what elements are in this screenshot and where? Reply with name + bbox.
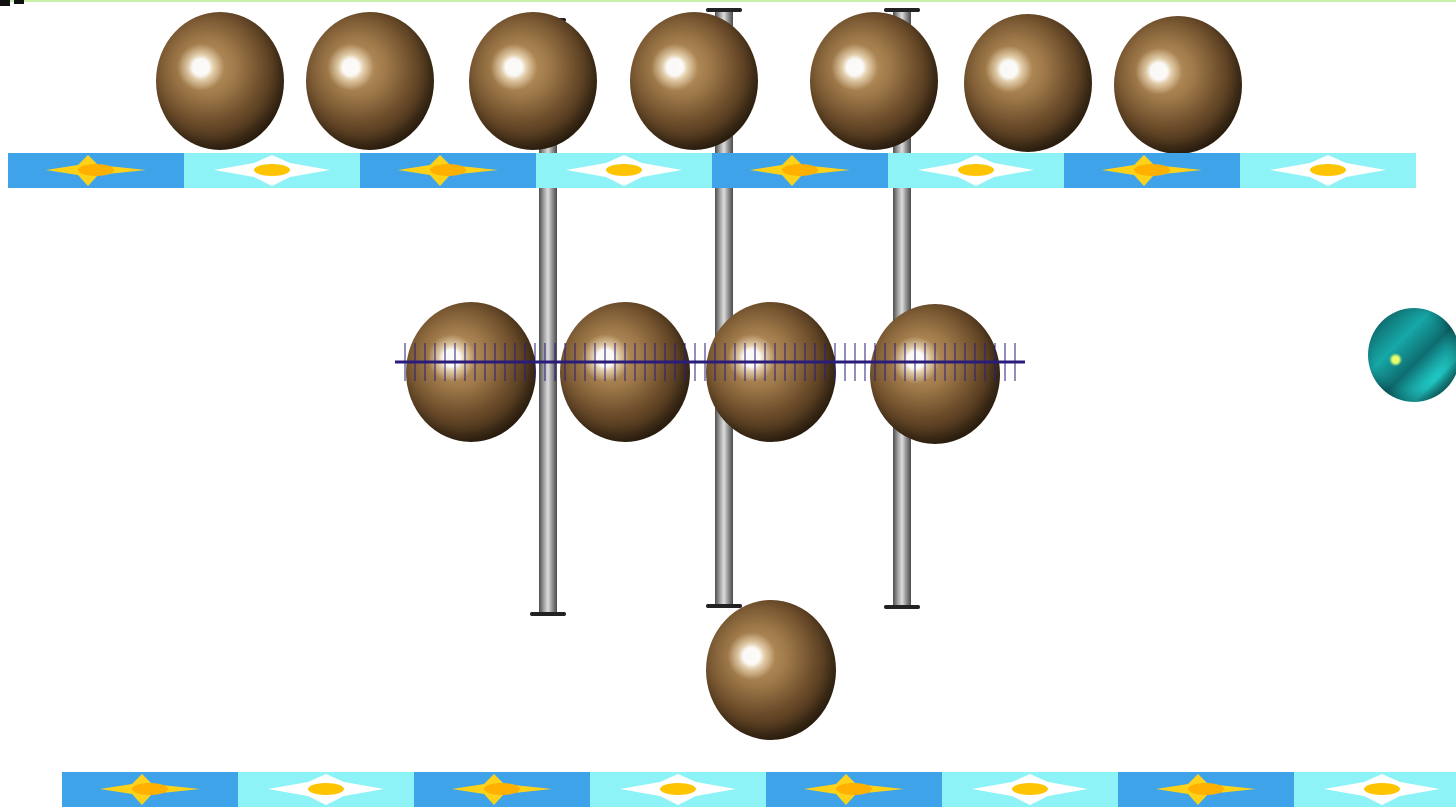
upper-bead-4[interactable] [630,12,758,150]
sun-tile [62,772,238,807]
sun-icon [100,774,200,805]
bottom-sun-strip [62,772,1456,807]
sun-icon [566,155,682,186]
sun-icon [1270,155,1386,186]
upper-bead-7[interactable] [1114,16,1242,154]
top-sun-strip [8,153,1416,188]
rod-cap [530,612,566,616]
sun-icon [918,155,1034,186]
sun-icon [620,774,736,805]
upper-bead-1[interactable] [156,12,284,150]
sun-icon [46,155,146,186]
rod-cap [884,605,920,609]
sun-tile [184,153,360,188]
teal-orb-icon[interactable] [1368,308,1456,402]
rod-cap [706,8,742,12]
sun-tile [536,153,712,188]
sun-icon [398,155,498,186]
sun-tile [414,772,590,807]
sun-tile [888,153,1064,188]
sun-icon [750,155,850,186]
lower-bead-3[interactable] [706,302,836,442]
sun-tile [1118,772,1294,807]
sun-tile [1294,772,1456,807]
sun-tile [8,153,184,188]
measure-ruler [395,325,1025,397]
sun-tile [238,772,414,807]
sun-icon [1156,774,1256,805]
lower-bead-1[interactable] [406,302,536,442]
sun-tile [1240,153,1416,188]
rod-cap [884,8,920,12]
upper-bead-2[interactable] [306,12,434,150]
sun-icon [452,774,552,805]
sun-icon [804,774,904,805]
sun-icon [214,155,330,186]
sun-tile [1064,153,1240,188]
sun-icon [1324,774,1440,805]
sun-tile [766,772,942,807]
sun-tile [712,153,888,188]
sun-icon [972,774,1088,805]
sun-tile [590,772,766,807]
rod-cap [706,604,742,608]
corner-mark-icon [0,0,24,6]
sun-tile [942,772,1118,807]
loose-bead[interactable] [706,600,836,740]
upper-bead-6[interactable] [964,14,1092,152]
sun-icon [268,774,384,805]
sun-tile [360,153,536,188]
upper-bead-5[interactable] [810,12,938,150]
top-edge [0,0,1456,2]
upper-bead-3[interactable] [469,12,597,150]
sun-icon [1102,155,1202,186]
